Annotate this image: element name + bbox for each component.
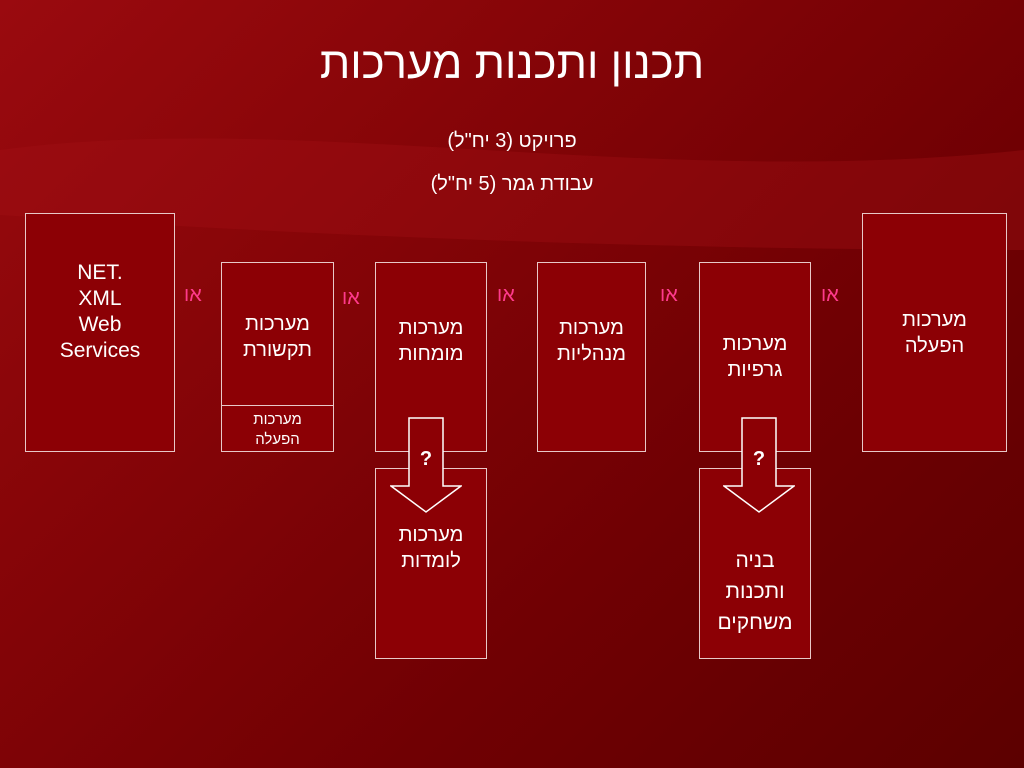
or-label: או: [497, 284, 515, 306]
down-arrow-icon: [390, 417, 462, 513]
question-mark: ?: [419, 448, 433, 470]
box-communication-systems: מערכות תקשורת מערכות הפעלה: [221, 262, 334, 452]
box-line: XML: [78, 287, 122, 310]
box-communication-main: מערכות תקשורת: [222, 263, 333, 405]
box-line: מערכות: [398, 524, 464, 546]
box-communication-os: מערכות הפעלה: [222, 405, 333, 453]
box-line: NET.: [77, 261, 123, 284]
box-line: מנהליות: [557, 343, 627, 365]
box-line: Services: [59, 339, 141, 362]
subtitle-final-project: עבודת גמר (5 יח"ל): [430, 173, 594, 195]
box-line: תקשורת: [243, 339, 312, 361]
box-line: מערכות: [245, 313, 310, 335]
box-dotnet-xml-web-services: NET. XML Web Services: [25, 213, 175, 452]
box-line: מערכות: [253, 410, 302, 428]
box-line: ותכנות: [725, 580, 785, 603]
box-line: הפעלה: [255, 430, 300, 448]
or-label: או: [821, 284, 839, 306]
box-line: מומחות: [398, 343, 464, 365]
box-line: לומדות: [401, 550, 461, 572]
subtitle-project: פרויקט (3 יח"ל): [447, 130, 577, 152]
box-line: מערכות: [902, 309, 967, 331]
box-line: מערכות: [559, 317, 624, 339]
box-management-systems: מערכות מנהליות: [537, 262, 646, 452]
box-line: Web: [78, 313, 122, 336]
or-label: או: [342, 287, 360, 309]
box-line: הפעלה: [904, 335, 965, 357]
or-label: או: [184, 284, 202, 306]
box-line: משחקים: [717, 611, 793, 634]
box-line: מערכות: [398, 317, 464, 339]
slide-title: תכנון ותכנות מערכות: [319, 39, 705, 88]
or-label: או: [660, 284, 678, 306]
box-line: מערכות: [722, 333, 788, 355]
question-mark: ?: [752, 448, 766, 470]
box-operating-systems: מערכות הפעלה: [862, 213, 1007, 452]
box-line: בניה: [735, 549, 775, 572]
box-game-programming: בניה ותכנות משחקים: [699, 468, 811, 659]
box-line: גרפיות: [727, 359, 783, 381]
down-arrow-icon: [723, 417, 795, 513]
